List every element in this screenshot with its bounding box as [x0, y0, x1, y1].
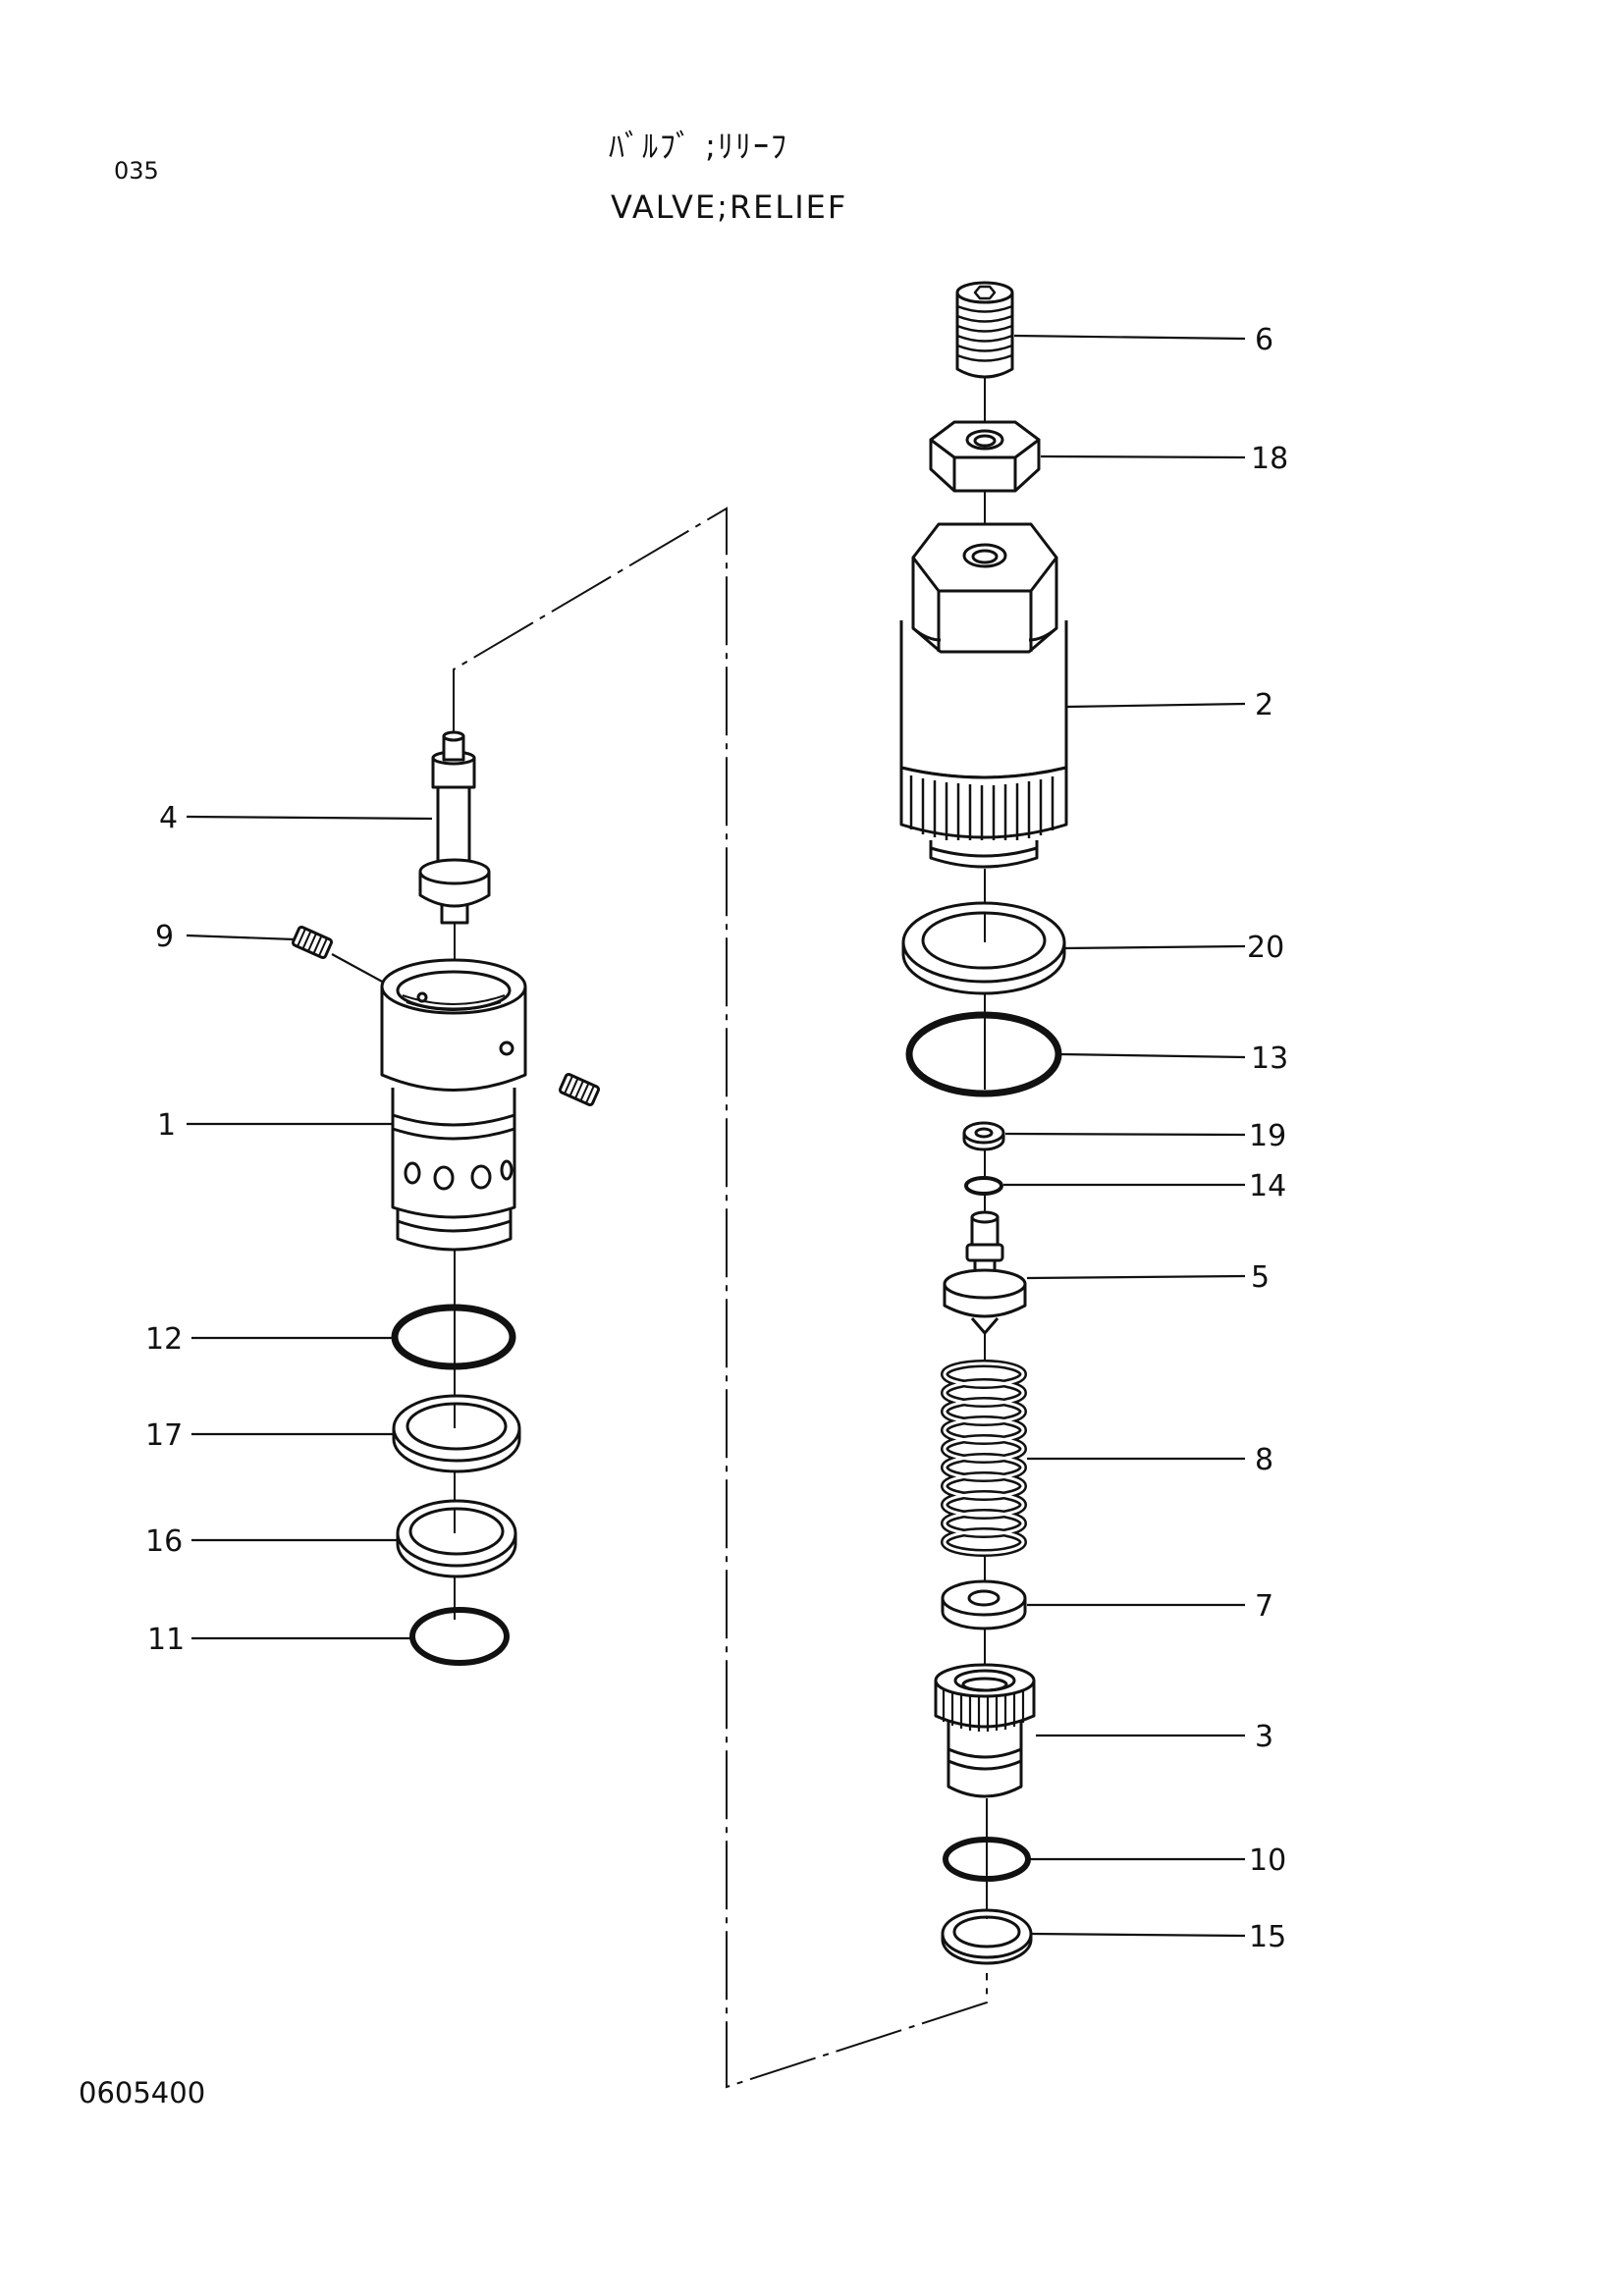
- sheet-number: 035: [114, 157, 159, 185]
- title-japanese: ﾊﾞﾙﾌﾞ ;ﾘﾘｰﾌ: [609, 128, 788, 165]
- leader-line-18: [1040, 454, 1246, 459]
- part-9-set-screw-b: [558, 1073, 601, 1106]
- part-11-o-ring: [409, 1607, 510, 1666]
- leader-line-20: [1063, 944, 1246, 950]
- part-9-set-screw-a: [291, 926, 334, 959]
- leader-line-19: [1004, 1132, 1246, 1137]
- part-4-piston: [418, 730, 491, 925]
- callout-19: 19: [1249, 1119, 1286, 1153]
- leader-line-2: [1065, 702, 1246, 709]
- part-5-poppet: [943, 1210, 1027, 1335]
- callout-20: 20: [1247, 931, 1284, 965]
- part-2-body: [899, 522, 1068, 869]
- callout-14: 14: [1249, 1169, 1286, 1203]
- callout-6: 6: [1255, 323, 1273, 357]
- callout-4: 4: [159, 801, 178, 835]
- callout-2: 2: [1255, 688, 1273, 722]
- part-13-o-ring: [905, 1011, 1062, 1097]
- callout-11: 11: [147, 1623, 185, 1657]
- part-12-o-ring: [391, 1304, 516, 1370]
- part-8-spring: [941, 1360, 1027, 1557]
- drawing-number: 0605400: [79, 2076, 205, 2109]
- part-15-backup-ring: [941, 1908, 1033, 1965]
- title-english: VALVE;RELIEF: [611, 188, 847, 226]
- part-3-plug: [934, 1663, 1036, 1798]
- leader-line-9b: [331, 953, 387, 985]
- part-16-ring: [396, 1499, 517, 1578]
- part-17-ring: [392, 1394, 521, 1473]
- leader-line-13: [1059, 1052, 1246, 1059]
- part-6-screw: [955, 281, 1014, 379]
- callout-17: 17: [145, 1418, 183, 1453]
- leader-line-15: [1030, 1932, 1246, 1938]
- callout-5: 5: [1251, 1260, 1270, 1295]
- leader-lines: [186, 334, 1246, 1938]
- callout-8: 8: [1255, 1443, 1273, 1477]
- leader-line-6: [1013, 334, 1246, 341]
- callout-1: 1: [157, 1108, 176, 1143]
- part-20-ring: [901, 901, 1066, 995]
- callout-7: 7: [1255, 1589, 1273, 1624]
- leader-line-4: [186, 815, 433, 821]
- leader-line-5: [1026, 1274, 1246, 1280]
- part-7-seat: [941, 1579, 1027, 1630]
- part-10-o-ring: [943, 1837, 1031, 1882]
- callout-16: 16: [145, 1524, 183, 1559]
- callout-3: 3: [1255, 1720, 1273, 1754]
- callout-12: 12: [145, 1322, 183, 1357]
- leader-line-9: [186, 934, 296, 941]
- callout-18: 18: [1251, 442, 1288, 476]
- part-18-nut: [929, 420, 1041, 493]
- part-14-o-ring: [964, 1176, 1003, 1196]
- part-19-ring: [962, 1121, 1005, 1151]
- callout-13: 13: [1251, 1041, 1288, 1076]
- assembly-line: [453, 507, 988, 2089]
- callout-10: 10: [1249, 1843, 1286, 1878]
- part-1-sleeve: [380, 958, 527, 1252]
- callout-labels: 6 18 2 20 13 19 14 5 8 7 3 10 15 4 9 1 1…: [145, 323, 1288, 1954]
- callout-15: 15: [1249, 1920, 1286, 1954]
- callout-9: 9: [155, 920, 174, 954]
